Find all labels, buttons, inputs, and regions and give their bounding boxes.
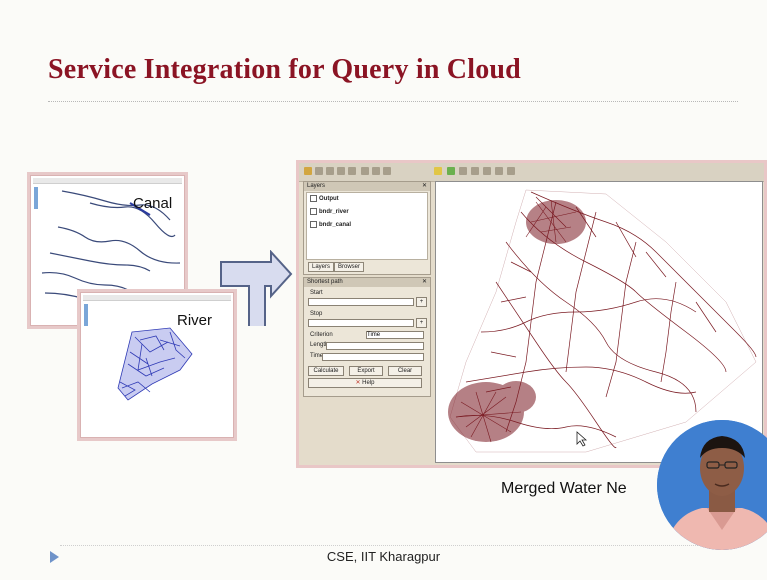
- select-icon[interactable]: [459, 167, 467, 175]
- layers-panel: Layers ✕ Output bndr_river bndr_canal La…: [303, 181, 431, 275]
- stop-label: Stop: [310, 311, 323, 317]
- refresh-icon[interactable]: [507, 167, 515, 175]
- criterion-select[interactable]: Time: [366, 331, 424, 339]
- merge-arrow: [220, 250, 293, 326]
- length-field[interactable]: [326, 342, 424, 350]
- thumbnail-titlebar: [83, 295, 231, 301]
- layers-list: Output bndr_river bndr_canal: [306, 192, 428, 260]
- river-map-thumbnail: River: [77, 289, 237, 441]
- layer-checkbox[interactable]: [310, 221, 317, 228]
- close-icon[interactable]: ✕: [421, 183, 427, 189]
- zoom-in-icon[interactable]: [361, 167, 369, 175]
- help-button[interactable]: ✕ Help: [308, 378, 422, 388]
- time-label: Time: [310, 353, 324, 359]
- layer-item[interactable]: bndr_canal: [310, 221, 351, 228]
- qgis-window: Layers ✕ Output bndr_river bndr_canal La…: [296, 160, 767, 468]
- shortest-path-panel: Shortest path ✕ Start + Stop + Criterion…: [303, 277, 431, 397]
- edit-icon[interactable]: [315, 167, 323, 175]
- export-button[interactable]: Export: [349, 366, 383, 376]
- layer-item[interactable]: Output: [310, 195, 339, 202]
- layer-checkbox[interactable]: [310, 208, 317, 215]
- pan-icon[interactable]: [495, 167, 503, 175]
- identify-icon[interactable]: [471, 167, 479, 175]
- calculate-button[interactable]: Calculate: [308, 366, 344, 376]
- mouse-cursor-icon: [576, 431, 588, 447]
- highlight-icon[interactable]: [434, 167, 442, 175]
- presenter-video-inset: [657, 420, 767, 550]
- canal-label: Canal: [133, 195, 173, 212]
- footer-divider: [60, 545, 720, 546]
- time-field[interactable]: [322, 353, 424, 361]
- add-layer-icon[interactable]: [447, 167, 455, 175]
- layer-item[interactable]: bndr_river: [310, 208, 349, 215]
- play-icon[interactable]: [50, 551, 59, 563]
- layer-label: bndr_canal: [319, 222, 352, 229]
- merged-network-caption: Merged Water Ne: [501, 480, 627, 497]
- layer-label: Output: [319, 196, 339, 203]
- thumbnail-titlebar: [33, 178, 182, 184]
- title-divider: [48, 101, 738, 102]
- node-tool-icon[interactable]: [326, 167, 334, 175]
- stop-pick-button[interactable]: +: [416, 318, 427, 328]
- stop-field[interactable]: [308, 319, 414, 327]
- tab-layers[interactable]: Layers: [308, 262, 335, 272]
- slide-title: Service Integration for Query in Cloud: [48, 54, 521, 85]
- start-label: Start: [310, 290, 323, 296]
- layer-label: bndr_river: [319, 209, 349, 216]
- start-pick-button[interactable]: +: [416, 297, 427, 307]
- shortest-path-title: Shortest path: [307, 279, 343, 285]
- start-field[interactable]: [308, 298, 414, 306]
- slide-footer: CSE, IIT Kharagpur: [326, 549, 441, 564]
- shortest-path-header: Shortest path ✕: [304, 278, 430, 287]
- canal-map-thumbnail: Canal: [27, 172, 188, 329]
- measure-icon[interactable]: [483, 167, 491, 175]
- layer-checkbox[interactable]: [310, 195, 317, 202]
- tab-browser[interactable]: Browser: [334, 262, 365, 272]
- map-canvas[interactable]: [435, 181, 763, 463]
- river-label: River: [177, 312, 213, 329]
- delete-icon[interactable]: [348, 167, 356, 175]
- thumbnail-toolbar-icon: [34, 187, 38, 209]
- layers-panel-header: Layers ✕: [304, 182, 430, 191]
- merged-water-network: [448, 189, 757, 453]
- layers-panel-title: Layers: [307, 183, 326, 189]
- criterion-label: Criterion: [310, 332, 333, 338]
- move-icon[interactable]: [337, 167, 345, 175]
- thumbnail-toolbar-icon: [84, 304, 88, 326]
- close-icon[interactable]: ✕: [421, 279, 427, 285]
- river-network-shape: [117, 327, 193, 401]
- undo-icon[interactable]: [383, 167, 391, 175]
- help-icon: ✕: [355, 380, 363, 386]
- presenter-avatar: [657, 420, 767, 550]
- pencil-icon[interactable]: [304, 167, 312, 175]
- criterion-value: Time: [367, 332, 381, 338]
- length-label: Length: [310, 342, 329, 348]
- clear-button[interactable]: Clear: [388, 366, 422, 376]
- qgis-toolbar: [299, 163, 764, 182]
- zoom-out-icon[interactable]: [372, 167, 380, 175]
- help-label: Help: [362, 380, 375, 386]
